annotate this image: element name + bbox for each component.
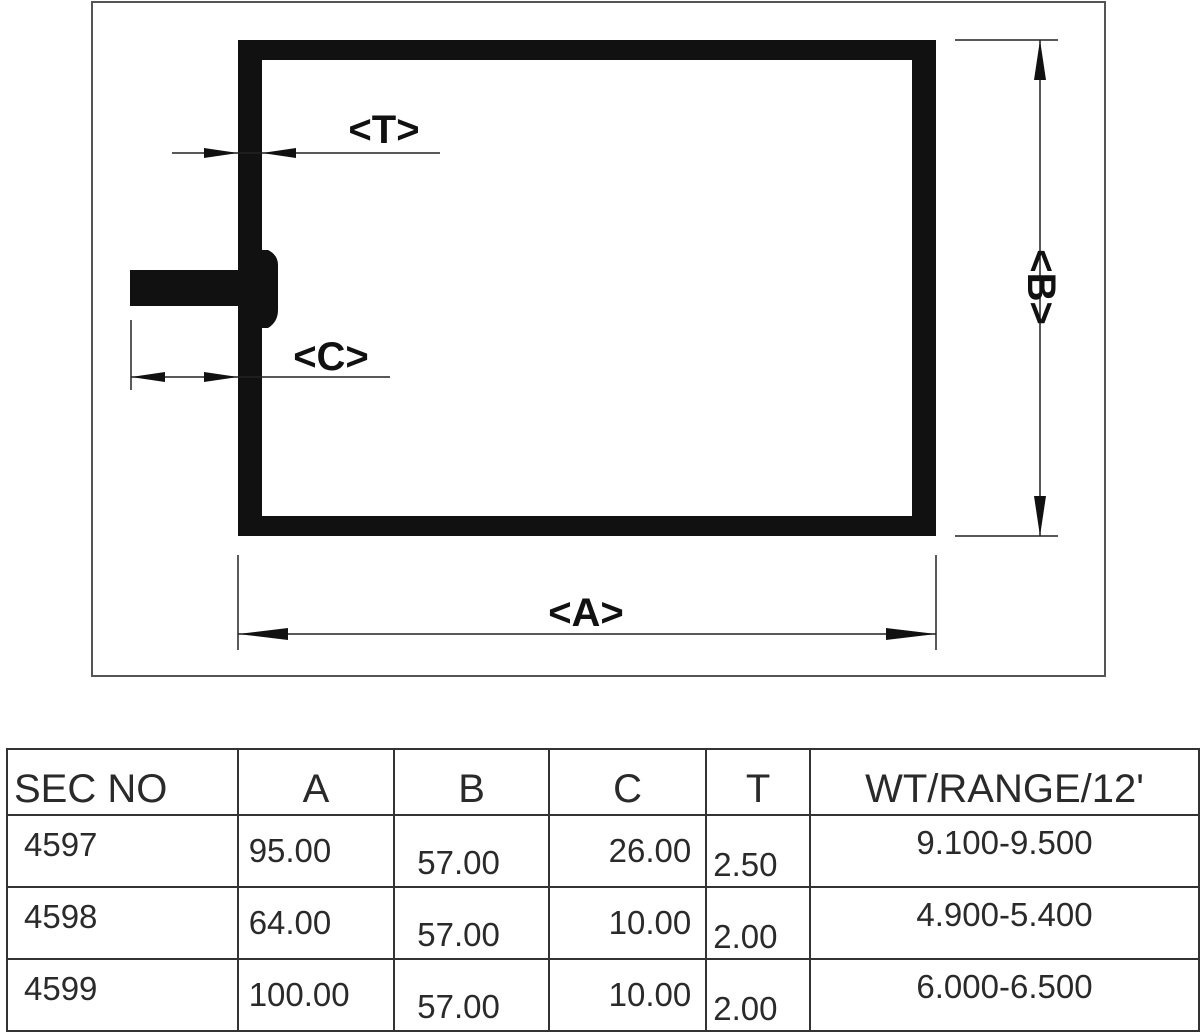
c-dimension-label: <C> xyxy=(293,335,369,379)
t-dimension-label: <T> xyxy=(348,108,419,152)
cell-t: 2.00 xyxy=(705,886,811,960)
table-row: 4598 64.00 57.00 10.00 2.00 4.900-5.400 xyxy=(6,886,1200,960)
a-dimension-label: <A> xyxy=(548,591,624,635)
table-header-row: SEC NO A B C T WT/RANGE/12' xyxy=(6,748,1200,816)
c-dimension xyxy=(130,320,390,390)
cell-wt-range: 4.900-5.400 xyxy=(808,886,1200,960)
a-dimension xyxy=(237,555,937,650)
cell-c: 10.00 xyxy=(547,958,708,1032)
profile-drawing-svg: <T> <C> <B> <A> xyxy=(91,1,1106,677)
cell-c: 10.00 xyxy=(547,886,708,960)
cell-a: 95.00 xyxy=(236,814,396,888)
table-row: 4599 100.00 57.00 10.00 2.00 6.000-6.500 xyxy=(6,958,1200,1032)
cell-c: 26.00 xyxy=(547,814,708,888)
cell-wt-range: 9.100-9.500 xyxy=(808,814,1200,888)
header-sec-no: SEC NO xyxy=(6,748,239,816)
cell-wt-range: 6.000-6.500 xyxy=(808,958,1200,1032)
cell-sec-no: 4599 xyxy=(6,958,239,1032)
section-spec-table: SEC NO A B C T WT/RANGE/12' 4597 95.00 5… xyxy=(6,748,1200,1032)
header-c: C xyxy=(547,748,708,816)
cell-sec-no: 4598 xyxy=(6,886,239,960)
cell-t: 2.50 xyxy=(705,814,811,888)
cell-b: 57.00 xyxy=(393,814,550,888)
header-wt-range: WT/RANGE/12' xyxy=(808,748,1200,816)
cell-a: 100.00 xyxy=(236,958,396,1032)
header-a: A xyxy=(236,748,396,816)
b-dimension-label: <B> xyxy=(1019,249,1063,325)
cell-b: 57.00 xyxy=(393,958,550,1032)
side-fin xyxy=(130,250,278,328)
table-row: 4597 95.00 57.00 26.00 2.50 9.100-9.500 xyxy=(6,814,1200,888)
cell-sec-no: 4597 xyxy=(6,814,239,888)
tube-profile xyxy=(238,40,936,536)
section-drawing: <T> <C> <B> <A> xyxy=(91,1,1106,677)
cell-b: 57.00 xyxy=(393,886,550,960)
header-t: T xyxy=(705,748,811,816)
header-b: B xyxy=(393,748,550,816)
cell-a: 64.00 xyxy=(236,886,396,960)
drawing-border xyxy=(91,1,1106,677)
t-dimension xyxy=(172,148,440,158)
cell-t: 2.00 xyxy=(705,958,811,1032)
b-dimension xyxy=(955,39,1058,537)
